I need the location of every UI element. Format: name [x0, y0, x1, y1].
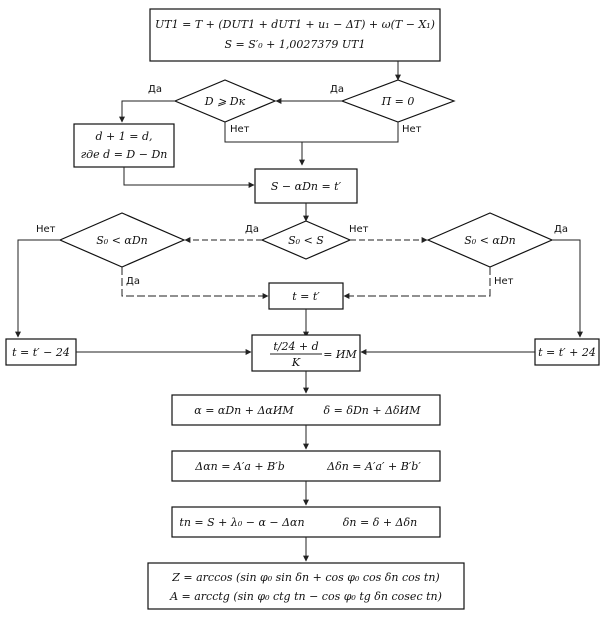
s-alpha-box	[254, 168, 358, 204]
label-p0-yes: Да	[330, 84, 344, 95]
arrow-right-no	[343, 267, 491, 299]
z-formula: Z = arccos (sin φ₀ sin δп + cos φ₀ cos δ…	[171, 571, 439, 584]
decision-left-text: S₀ < αDп	[96, 234, 148, 247]
decision-p0	[340, 79, 456, 123]
decision-right-text: S₀ < αDп	[464, 234, 516, 247]
label-dk-yes: Да	[148, 84, 162, 95]
t-plus-formula: t = t′ + 24	[538, 346, 596, 359]
decision-dk-text: D ⩾ Dк	[204, 95, 246, 108]
arrow-left-no	[15, 239, 60, 338]
ddelta-formula: Δδп = A′a′ + B′b′	[326, 460, 421, 473]
alpha-formula: α = αDп + ΔαИМ	[194, 404, 294, 417]
arrow-dk-yes	[119, 100, 175, 123]
label-right-yes: Да	[554, 224, 568, 235]
arrow-d-to-s	[123, 167, 255, 188]
sidereal-formula: S = S′₀ + 1,0027379 UT1	[225, 38, 366, 51]
label-s0s-no: Нет	[349, 224, 369, 235]
delta-formula: δ = δDп + ΔδИМ	[324, 404, 422, 417]
im-numerator: t/24 + d	[273, 340, 318, 353]
label-right-no: Нет	[494, 276, 514, 287]
a-formula: A = arcctg (sin φ₀ ctg tп − cos φ₀ tg δп…	[169, 590, 442, 603]
label-left-no: Нет	[36, 224, 56, 235]
im-box	[251, 334, 361, 372]
im-denominator: K	[291, 356, 301, 369]
label-left-yes: Да	[126, 276, 140, 287]
decision-s0s-text: S₀ < S	[288, 234, 324, 247]
d-definition: где d = D − Dп	[81, 148, 168, 161]
tn-box	[171, 506, 441, 538]
arrow-left-yes	[121, 267, 269, 299]
t-equal-box	[268, 282, 344, 310]
im-rhs: = ИМ	[323, 348, 357, 361]
t-minus-formula: t = t′ − 24	[12, 346, 70, 359]
arrow-right-yes	[552, 239, 583, 338]
dn-formula: δп = δ + Δδп	[343, 516, 417, 529]
line-dk-no	[224, 122, 302, 143]
alpha-delta-box	[171, 394, 441, 426]
label-dk-no: Нет	[230, 124, 250, 135]
dalpha-formula: Δαп = A′a + B′b	[194, 460, 285, 473]
label-p0-no: Нет	[402, 124, 422, 135]
label-s0s-yes: Да	[245, 224, 259, 235]
ut1-formula: UT1 = T + (DUT1 + dUT1 + u₁ − ΔT) + ω(T …	[155, 18, 435, 31]
dalpha-box	[171, 450, 441, 482]
decision-p0-text: П = 0	[381, 95, 415, 108]
ut1-box	[149, 8, 441, 62]
t-equal-formula: t = t′	[292, 290, 320, 303]
za-box	[147, 562, 465, 610]
tn-formula: tп = S + λ₀ − α − Δαп	[179, 516, 304, 529]
line-p0-no	[302, 122, 399, 143]
d-increment: d + 1 = d,	[96, 130, 153, 143]
decision-left	[58, 212, 186, 268]
decision-dk	[173, 79, 277, 123]
s-alpha-formula: S − αDп = t′	[271, 180, 342, 193]
